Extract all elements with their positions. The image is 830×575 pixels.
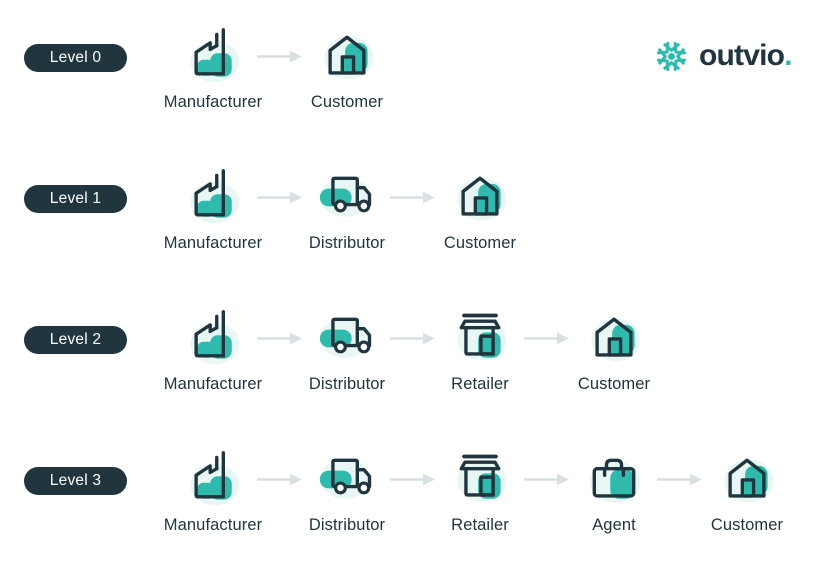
node-label: Distributor — [308, 375, 386, 393]
node-customer: Customer — [410, 167, 550, 253]
retailer-icon — [450, 308, 510, 368]
node-retailer: Retailer — [410, 308, 550, 394]
node-agent: Agent — [544, 449, 684, 535]
node-retailer: Retailer — [410, 449, 550, 535]
brand-dot: . — [784, 39, 792, 72]
level-badge: Level 0 — [24, 44, 127, 72]
node-manufacturer: Manufacturer — [143, 167, 283, 253]
node-manufacturer: Manufacturer — [143, 26, 283, 112]
brand-logo: outvio. — [651, 35, 792, 77]
node-label: Customer — [710, 516, 784, 534]
node-customer: Customer — [677, 449, 817, 535]
distributor-icon — [317, 308, 377, 368]
manufacturer-icon — [183, 449, 243, 509]
manufacturer-icon — [183, 167, 243, 227]
node-customer: Customer — [544, 308, 684, 394]
level-badge: Level 3 — [24, 467, 127, 495]
node-customer: Customer — [277, 26, 417, 112]
distributor-icon — [317, 449, 377, 509]
node-manufacturer: Manufacturer — [143, 308, 283, 394]
node-label: Customer — [443, 234, 517, 252]
agent-icon — [584, 449, 644, 509]
node-label: Customer — [577, 375, 651, 393]
manufacturer-icon — [183, 26, 243, 86]
node-label: Agent — [592, 516, 636, 534]
node-label: Distributor — [308, 516, 386, 534]
brand-wordmark: outvio — [699, 39, 785, 72]
level-badge: Level 2 — [24, 326, 127, 354]
retailer-icon — [450, 449, 510, 509]
distributor-icon — [317, 167, 377, 227]
node-distributor: Distributor — [277, 167, 417, 253]
level-badge: Level 1 — [24, 185, 127, 213]
node-label: Manufacturer — [163, 93, 263, 111]
customer-icon — [317, 26, 377, 86]
node-label: Manufacturer — [163, 375, 263, 393]
node-label: Customer — [310, 93, 384, 111]
customer-icon — [450, 167, 510, 227]
outvio-starburst-icon — [656, 41, 687, 71]
customer-icon — [717, 449, 777, 509]
node-manufacturer: Manufacturer — [143, 449, 283, 535]
node-label: Distributor — [308, 234, 386, 252]
manufacturer-icon — [183, 308, 243, 368]
brand-name: outvio. — [699, 41, 792, 71]
node-label: Manufacturer — [163, 516, 263, 534]
node-distributor: Distributor — [277, 308, 417, 394]
customer-icon — [584, 308, 644, 368]
node-label: Retailer — [451, 516, 509, 534]
node-distributor: Distributor — [277, 449, 417, 535]
node-label: Retailer — [451, 375, 509, 393]
node-label: Manufacturer — [163, 234, 263, 252]
